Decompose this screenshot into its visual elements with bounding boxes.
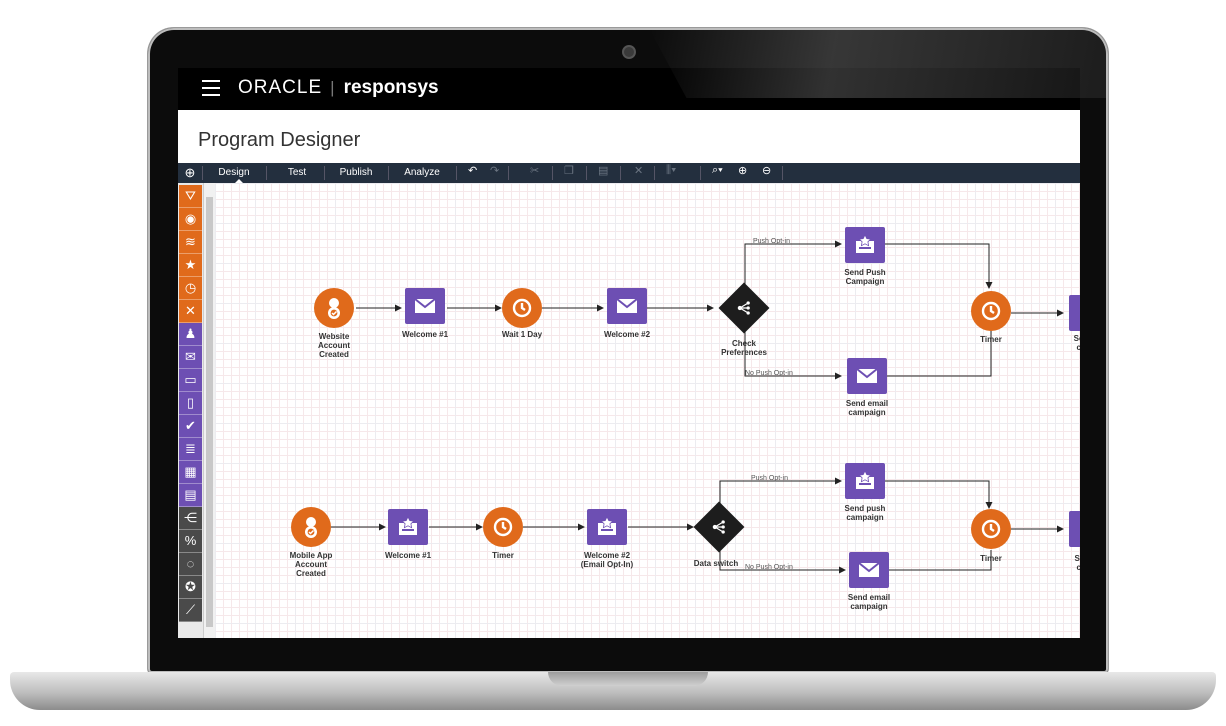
close-icon[interactable]: ✕	[179, 300, 202, 323]
edge-label: Push Opt-in	[751, 475, 788, 482]
brand-divider: |	[330, 78, 336, 97]
node-label: Welcome #1	[384, 551, 432, 560]
add-icon[interactable]: ⊕	[184, 165, 196, 180]
loop-icon[interactable]: ◌	[179, 553, 202, 576]
node-mobile-app-account-created[interactable]	[291, 507, 331, 547]
node-label: Timer	[980, 554, 1002, 563]
star-icon[interactable]: ★	[179, 254, 202, 277]
zoom-out-icon[interactable]: ⊖	[762, 165, 772, 177]
node-send-push-campaign[interactable]	[845, 463, 885, 499]
cut-icon[interactable]: ✂	[530, 165, 540, 177]
node-label: Timer	[492, 551, 514, 560]
palette-scrollbar[interactable]	[203, 183, 216, 638]
delete-icon[interactable]: ✕	[634, 165, 644, 177]
email-icon[interactable]: ✉	[179, 346, 202, 369]
table-icon[interactable]: ▤	[179, 484, 202, 507]
node-label: Send Push Campaign	[844, 268, 886, 286]
node-label: Website Account Created	[318, 332, 350, 359]
node-label: Send email campaign	[845, 399, 889, 417]
node-send-campaign-cut[interactable]	[1069, 511, 1080, 547]
node-welcome-2-email-opt-in[interactable]	[587, 509, 627, 545]
node-timer[interactable]	[483, 507, 523, 547]
flow-svg	[291, 227, 1080, 588]
add-user-icon[interactable]: ♟	[179, 323, 202, 346]
percent-icon[interactable]: %	[179, 530, 202, 553]
node-label: Send push campaign	[844, 504, 886, 522]
zoom-fit-icon[interactable]: ⌕▾	[712, 164, 723, 176]
node-data-switch[interactable]	[693, 501, 745, 553]
table-add-icon[interactable]: ▦	[179, 461, 202, 484]
hamburger-menu-icon[interactable]	[202, 80, 220, 96]
node-label: Welcome #2 (Email Opt-In)	[580, 551, 634, 569]
webcam	[622, 45, 636, 59]
align-icon[interactable]: ⫼▾	[666, 164, 677, 176]
zoom-in-icon[interactable]: ⊕	[738, 165, 748, 177]
switch-icon[interactable]: ⋲	[179, 507, 202, 530]
node-label: Check Preferences	[721, 339, 767, 357]
node-welcome-2[interactable]	[607, 288, 647, 324]
active-tab-indicator	[234, 179, 244, 184]
tab-analyze[interactable]: Analyze	[404, 167, 440, 178]
check-mail-icon[interactable]: ✔	[179, 415, 202, 438]
node-label: Wait 1 Day	[501, 330, 543, 339]
chart-icon[interactable]: ⟋	[179, 599, 202, 622]
node-label: Welcome #1	[401, 330, 449, 339]
award-icon[interactable]: ✪	[179, 576, 202, 599]
responsys-logo: responsys	[343, 77, 439, 98]
edge-label: Push Opt-in	[753, 238, 790, 245]
undo-icon[interactable]: ↶	[468, 165, 478, 177]
clock-icon[interactable]: ◷	[179, 277, 202, 300]
program-canvas[interactable]: Website Account Created Welcome #1 Wait …	[215, 183, 1080, 638]
node-website-account-created[interactable]	[314, 288, 354, 328]
node-label: Data switch	[693, 559, 739, 568]
node-label: Mobile App Account Created	[289, 551, 333, 578]
mobile-icon[interactable]: ▯	[179, 392, 202, 415]
copy-icon[interactable]: ❐	[564, 165, 574, 177]
node-send-push-campaign[interactable]	[845, 227, 885, 263]
node-send-email-campaign[interactable]	[847, 358, 887, 394]
node-send-campaign-cut[interactable]	[1069, 295, 1080, 331]
node-palette: ⛛◉≋★◷✕♟✉▭▯✔≣▦▤⋲%◌✪⟋	[178, 183, 206, 638]
node-check-preferences[interactable]	[718, 282, 770, 334]
tab-design[interactable]: Design	[218, 167, 250, 178]
wifi-icon[interactable]: ≋	[179, 231, 202, 254]
edge-label: No Push Opt-in	[745, 564, 793, 571]
page-title: Program Designer	[198, 129, 361, 151]
node-timer[interactable]	[971, 509, 1011, 549]
node-label: Welcome #2	[603, 330, 651, 339]
sms-icon[interactable]: ▭	[179, 369, 202, 392]
designer-toolbar: ⊕ Design Test Publish Analyze ↶ ↷ ✂ ❐ ▤ …	[178, 163, 1080, 184]
node-welcome-1[interactable]	[405, 288, 445, 324]
screen-glare	[650, 30, 1106, 98]
node-label: Sen ca	[1073, 334, 1080, 352]
brand-logo: ORACLE | responsys	[238, 77, 439, 99]
laptop-notch	[548, 672, 708, 686]
node-timer[interactable]	[971, 291, 1011, 331]
profile-event-icon[interactable]: ◉	[179, 208, 202, 231]
edge-label: No Push Opt-in	[745, 370, 793, 377]
node-send-email-campaign[interactable]	[849, 552, 889, 588]
app-screen: ORACLE | responsys Program Designer ⊕ Desi…	[178, 68, 1080, 638]
tab-test[interactable]: Test	[287, 167, 307, 178]
redo-icon[interactable]: ↷	[490, 165, 500, 177]
oracle-logo: ORACLE	[238, 77, 323, 98]
filter-icon[interactable]: ⛛	[179, 185, 202, 208]
tab-publish[interactable]: Publish	[339, 167, 373, 178]
node-label: Send email campaign	[847, 593, 891, 611]
node-welcome-1[interactable]	[388, 509, 428, 545]
node-label: Ser ca	[1074, 554, 1080, 572]
paste-icon[interactable]: ▤	[598, 165, 609, 177]
node-label: Timer	[980, 335, 1002, 344]
database-icon[interactable]: ≣	[179, 438, 202, 461]
node-wait-1-day[interactable]	[502, 288, 542, 328]
